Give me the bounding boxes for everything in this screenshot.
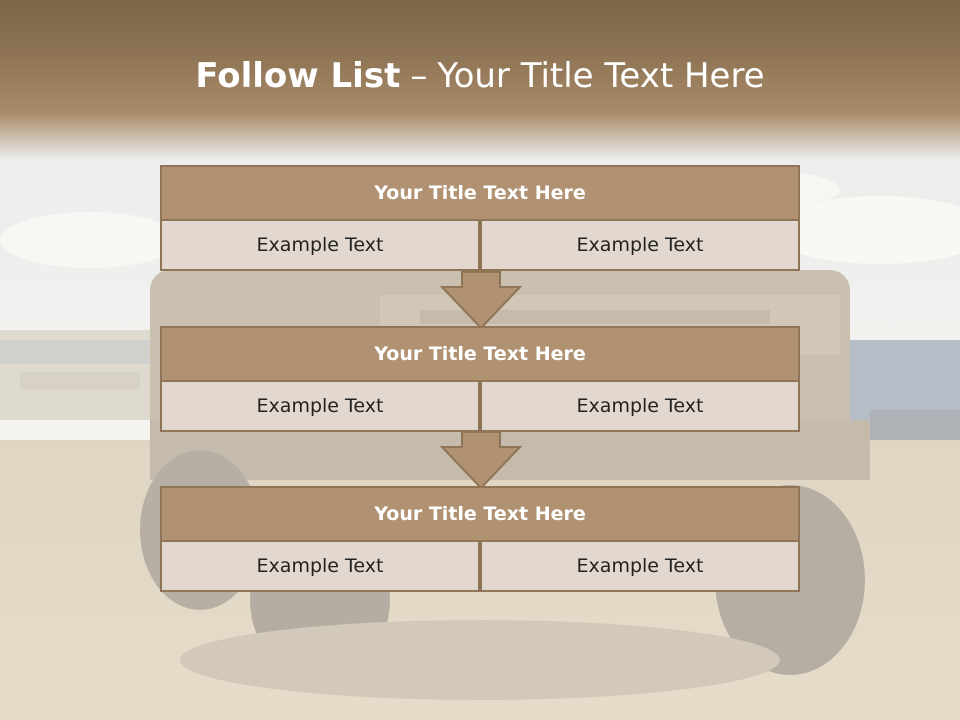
list-block-3: Your Title Text Here Example Text Exampl…	[160, 486, 800, 592]
title-band	[0, 0, 960, 160]
block-title: Your Title Text Here	[160, 326, 800, 382]
block-cells: Example Text Example Text	[160, 542, 800, 592]
slide-title: Follow List–Your Title Text Here	[0, 52, 960, 100]
block-cells: Example Text Example Text	[160, 382, 800, 432]
title-bold: Follow List	[195, 56, 401, 96]
down-arrow-icon	[440, 271, 522, 329]
block-title: Your Title Text Here	[160, 486, 800, 542]
block-cell-left: Example Text	[160, 221, 480, 271]
block-cell-right: Example Text	[480, 382, 800, 432]
block-cell-left: Example Text	[160, 542, 480, 592]
down-arrow-icon	[440, 431, 522, 489]
block-cells: Example Text Example Text	[160, 221, 800, 271]
list-block-1: Your Title Text Here Example Text Exampl…	[160, 165, 800, 271]
title-rest: Your Title Text Here	[437, 56, 765, 96]
block-title: Your Title Text Here	[160, 165, 800, 221]
list-block-2: Your Title Text Here Example Text Exampl…	[160, 326, 800, 432]
title-dash: –	[410, 56, 428, 96]
block-cell-right: Example Text	[480, 542, 800, 592]
block-cell-right: Example Text	[480, 221, 800, 271]
block-cell-left: Example Text	[160, 382, 480, 432]
